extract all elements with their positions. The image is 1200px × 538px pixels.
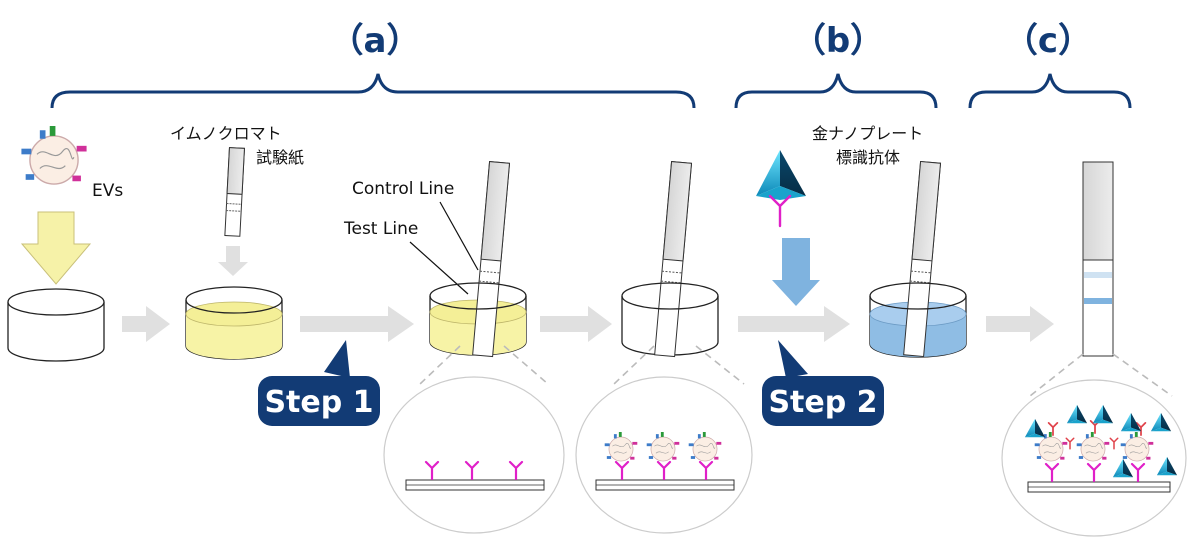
gold-label-line2: 標識抗体	[836, 148, 900, 167]
step-2-label: Step 2	[768, 385, 877, 420]
labeled-antibody-icon	[768, 194, 792, 228]
brace-c	[968, 73, 1132, 109]
gray-arrow-5	[986, 306, 1054, 342]
gray-arrow-3	[540, 306, 612, 342]
empty-cup-with-strip	[621, 161, 719, 358]
zoom-view-bound-evs	[575, 376, 753, 534]
strip-label-line2: 試験紙	[256, 148, 304, 167]
test-line-pointer	[409, 241, 469, 295]
gray-arrow-2	[300, 306, 414, 342]
blue-down-arrow	[772, 238, 820, 306]
step-1-badge	[258, 340, 380, 426]
gold-label-line1: 金ナノプレート	[812, 124, 923, 143]
gold-nanoplate-pyramid-icon	[756, 150, 806, 200]
blue-cup-with-strip	[869, 160, 967, 358]
gray-down-arrow	[218, 246, 248, 276]
brace-b	[734, 73, 938, 109]
empty-cup	[7, 288, 105, 362]
gray-arrow-1	[122, 306, 170, 342]
strip-label-line1: イムノクロマト	[170, 124, 282, 143]
yellow-cup-with-strip	[429, 161, 527, 358]
test-strip-small	[224, 147, 245, 237]
result-strip	[1082, 161, 1114, 357]
control-band	[1084, 272, 1112, 278]
ev-vesicle-icon	[20, 126, 88, 185]
yellow-liquid-cup	[185, 286, 283, 360]
evs-label: EVs	[92, 181, 123, 201]
gray-arrow-4	[738, 306, 850, 342]
zoom-view-gold-labeled-complex	[1001, 379, 1187, 537]
zoom-view-capture-antibodies	[383, 376, 565, 534]
section-label-a: （a）	[330, 21, 421, 61]
control-line-pointer	[439, 201, 479, 271]
control-line-label: Control Line	[352, 179, 454, 199]
brace-a	[50, 73, 696, 109]
section-label-b: （b）	[792, 21, 884, 61]
zoom-guides	[419, 345, 1173, 397]
test-line-label: Test Line	[343, 219, 418, 239]
section-label-c: （c）	[1004, 21, 1092, 61]
step-2-badge	[762, 340, 884, 426]
test-band	[1084, 298, 1112, 304]
yellow-down-arrow	[20, 211, 92, 285]
step-1-label: Step 1	[264, 385, 373, 420]
